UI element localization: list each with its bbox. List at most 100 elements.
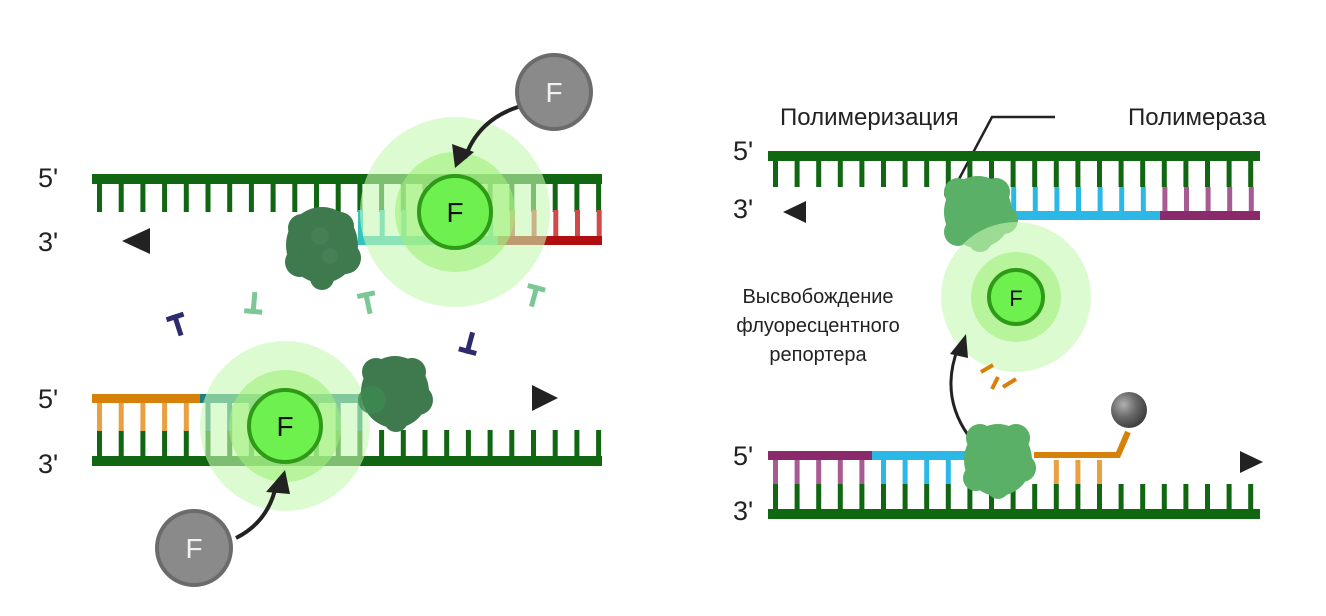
nucleotide-icon [165,311,185,337]
arrow-head-icon [783,201,806,223]
base-pair [1032,484,1038,509]
base-pair [357,184,363,212]
base-pair [1010,161,1016,187]
five-prime-label: 5' [38,163,58,193]
base-pair [859,484,865,509]
base-pair [270,184,276,212]
base-pair [118,430,124,456]
base-pair [1140,187,1146,212]
probe-backbone [1034,430,1131,458]
arrow-head-icon [266,470,290,494]
five-prime-label: 5' [38,384,58,414]
base-pair [1226,484,1232,509]
release-label: Высвобождение флуоресцентного репортера [736,286,900,366]
base-pair [1032,161,1038,187]
right-panel: Полимеризация Полимераза 5' 3' [733,104,1267,526]
base-pair [97,184,102,212]
base-pair [1097,161,1102,187]
base-pair [1248,484,1254,509]
polymerase-icon [285,207,361,290]
base-pair [1205,187,1211,212]
base-pair [837,161,843,187]
base-pair [902,460,908,484]
base-pair [881,484,886,509]
base-pair [816,460,822,484]
base-pair [924,460,930,484]
base-pair [227,184,233,212]
release-label-line-2: флуоресцентного [736,315,900,337]
arrow-head-icon [1240,451,1263,473]
base-pair [1140,484,1146,509]
left-panel: 5' 3' F [38,53,602,587]
base-pair [1183,161,1189,187]
template-bases [773,161,1254,187]
base-pair [989,161,994,187]
base-pair [314,184,319,212]
base-pair [837,460,843,484]
base-pair [967,161,973,187]
base-pair [183,430,189,456]
base-pair [1097,460,1102,484]
fluorophore-label: F [1009,286,1022,311]
base-pair [1118,161,1124,187]
base-pair [552,184,558,212]
three-prime-label: 3' [38,449,58,479]
nucleotide-icon [356,290,376,315]
base-pair [574,184,580,212]
left-bottom-duplex: 5' 3' F F [38,341,602,587]
base-pair [422,430,428,456]
base-pair [924,484,930,509]
template-backbone [92,174,602,184]
base-pair [1140,161,1146,187]
base-pair [358,210,363,236]
base-pair [859,161,865,187]
base-pair [183,403,189,431]
base-pair [945,161,951,187]
base-pair [859,460,865,484]
base-pair [97,430,102,456]
base-pair [248,184,254,212]
base-pair [816,484,822,509]
base-pair [945,460,951,484]
base-pair [1032,187,1038,212]
base-pair [816,161,822,187]
base-pair [183,184,189,212]
base-pair [924,161,930,187]
base-pair [1184,187,1189,212]
base-pair [162,403,168,431]
base-pair [794,460,800,484]
bound-fluorophore [417,174,493,250]
polymerase-icon [963,424,1036,499]
base-pair [400,430,406,456]
base-pair [552,430,558,456]
base-pair [1161,484,1167,509]
base-pair [596,184,602,212]
new-strand-backbone [872,451,968,460]
base-pair [1097,484,1102,509]
release-label-line-1: Высвобождение [742,286,893,308]
primer-backbone [1160,211,1260,220]
base-pair [1097,187,1103,212]
arrow-head-icon [122,228,150,254]
base-pair [1075,161,1081,187]
base-pair [1053,460,1059,484]
base-pair [162,184,168,212]
free-dye [155,509,233,587]
nucleotide-icon [527,283,546,308]
probe-fragments [979,363,1018,390]
fluorophore-label: F [276,411,293,442]
primer-backbone [498,236,602,245]
base-pair [1205,484,1210,509]
release-label-line-3: репортера [769,344,867,366]
primer-backbone [768,451,872,460]
polymerase-label: Полимераза [1128,104,1267,131]
polymerase-icon [358,356,433,432]
base-pair [575,210,580,236]
base-pair [487,430,493,456]
right-bottom-duplex: 5' 3' [733,392,1263,526]
base-pair [531,430,536,456]
left-top-duplex: 5' 3' F [38,53,602,307]
three-prime-label: 3' [733,496,753,526]
base-pair [967,484,973,509]
